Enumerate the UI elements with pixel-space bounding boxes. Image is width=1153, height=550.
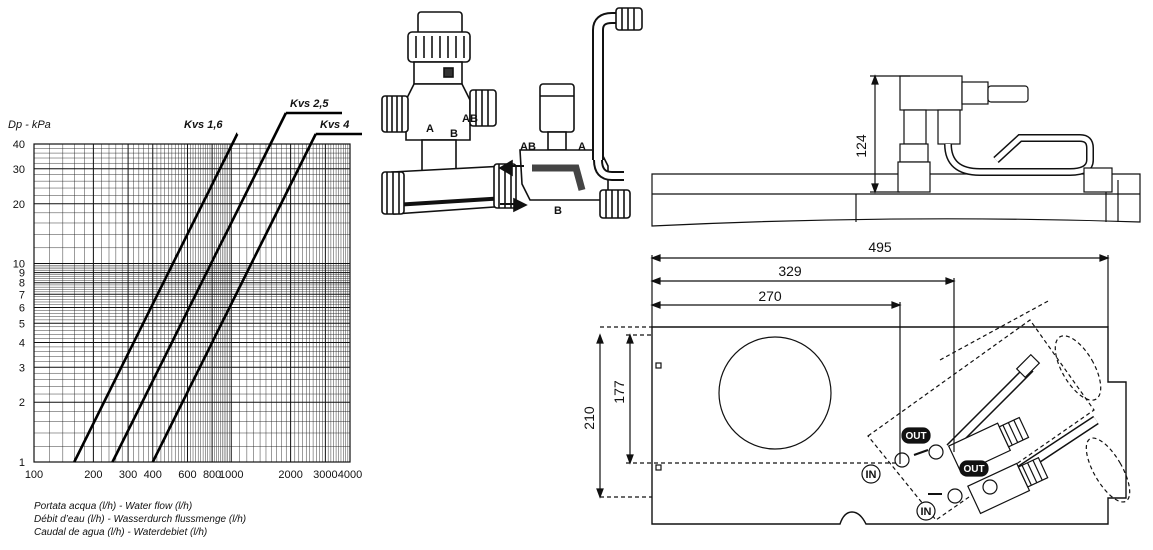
port-marker-in-2: IN bbox=[916, 501, 936, 521]
major-grid bbox=[33, 143, 351, 463]
svg-text:OUT: OUT bbox=[905, 431, 926, 442]
valve-port-left bbox=[381, 95, 409, 133]
y-tick-label: 8 bbox=[19, 278, 25, 290]
series-line-0 bbox=[73, 143, 234, 463]
svg-text:IN: IN bbox=[921, 506, 932, 518]
dim-329: 329 bbox=[778, 263, 802, 279]
x-tick-label: 200 bbox=[84, 469, 102, 481]
y-tick-label: 30 bbox=[13, 164, 25, 176]
port-marker-in-1: IN bbox=[861, 464, 881, 484]
port-marker-out-2: OUT bbox=[959, 460, 989, 477]
y-tick-label: 20 bbox=[13, 199, 25, 211]
series-label-2: Kvs 4 bbox=[320, 119, 349, 131]
unit-side-view: 124 bbox=[651, 74, 1141, 227]
x-tick-label: 100 bbox=[25, 469, 43, 481]
fan-opening bbox=[718, 336, 832, 450]
port-marker-out-1: OUT bbox=[901, 427, 931, 444]
section-port-label-ab: AB bbox=[520, 141, 536, 153]
series-leader-1 bbox=[269, 112, 288, 145]
y-tick-label: 7 bbox=[19, 289, 25, 301]
three-way-valve-illustration: A AB B AB A B bbox=[381, 7, 643, 219]
valve-knob bbox=[407, 31, 471, 63]
y-tick-label: 10 bbox=[13, 259, 25, 271]
x-tick-label: 600 bbox=[178, 469, 196, 481]
dim-124: 124 bbox=[853, 134, 869, 158]
y-tick-label: 3 bbox=[19, 362, 25, 374]
side-valve-body bbox=[899, 75, 963, 111]
y-tick-label: 9 bbox=[19, 268, 25, 280]
y-tick-label: 2 bbox=[19, 397, 25, 409]
section-port-label-b: B bbox=[554, 205, 562, 217]
valve-cap bbox=[417, 11, 463, 35]
svg-text:IN: IN bbox=[866, 469, 877, 481]
x-axis-caption-line-3: Caudal de agua (l/h) - Waterdebiet (l/h) bbox=[34, 527, 207, 538]
x-tick-label: 300 bbox=[119, 469, 137, 481]
series-label-1: Kvs 2,5 bbox=[290, 98, 329, 110]
valve-body bbox=[405, 83, 471, 141]
dim-270: 270 bbox=[758, 288, 782, 304]
valve-port-label-ab: AB bbox=[462, 113, 478, 125]
x-tick-label: 800 bbox=[203, 469, 221, 481]
return-fitting bbox=[599, 189, 631, 219]
unit-top-view: OUT IN OUT IN 495 329 270 bbox=[581, 239, 1131, 525]
x-axis-caption-line-1: Portata acqua (l/h) - Water flow (l/h) bbox=[34, 501, 192, 512]
y-tick-label: 6 bbox=[19, 303, 25, 315]
series-line-2 bbox=[151, 143, 312, 463]
x-axis-caption-line-2: Débit d’eau (l/h) - Wasserdurch flussmen… bbox=[34, 514, 246, 525]
x-tick-label: 2000 bbox=[278, 469, 302, 481]
y-tick-label: 5 bbox=[19, 318, 25, 330]
y-tick-label: 40 bbox=[13, 139, 25, 151]
dim-495: 495 bbox=[868, 239, 892, 255]
series-leader-2 bbox=[309, 133, 317, 145]
y-axis-label: Dp - kPa bbox=[8, 119, 51, 131]
unit-housing bbox=[651, 326, 1127, 525]
valve-port-label-a: A bbox=[426, 123, 434, 135]
x-tick-label: 3000 bbox=[313, 469, 337, 481]
svg-text:OUT: OUT bbox=[963, 464, 984, 475]
section-port-label-a: A bbox=[578, 141, 586, 153]
dim-177: 177 bbox=[611, 380, 627, 404]
x-tick-label: 1000 bbox=[219, 469, 243, 481]
valve-neck bbox=[413, 61, 463, 85]
valve-mark bbox=[443, 67, 454, 78]
bypass-pipe bbox=[391, 165, 509, 215]
series-leader-0 bbox=[231, 133, 239, 145]
x-tick-label: 400 bbox=[144, 469, 162, 481]
valve-port-label-b: B bbox=[450, 128, 458, 140]
series-label-0: Kvs 1,6 bbox=[184, 119, 223, 131]
y-tick-label: 1 bbox=[19, 457, 25, 469]
unit-casing bbox=[651, 173, 1141, 227]
series-line-1 bbox=[111, 143, 272, 463]
x-tick-label: 4000 bbox=[338, 469, 362, 481]
y-tick-label: 4 bbox=[19, 337, 25, 349]
actuator-stem bbox=[547, 131, 567, 151]
actuator-head bbox=[539, 83, 575, 133]
supply-fitting bbox=[615, 7, 643, 31]
dim-210: 210 bbox=[581, 406, 597, 430]
